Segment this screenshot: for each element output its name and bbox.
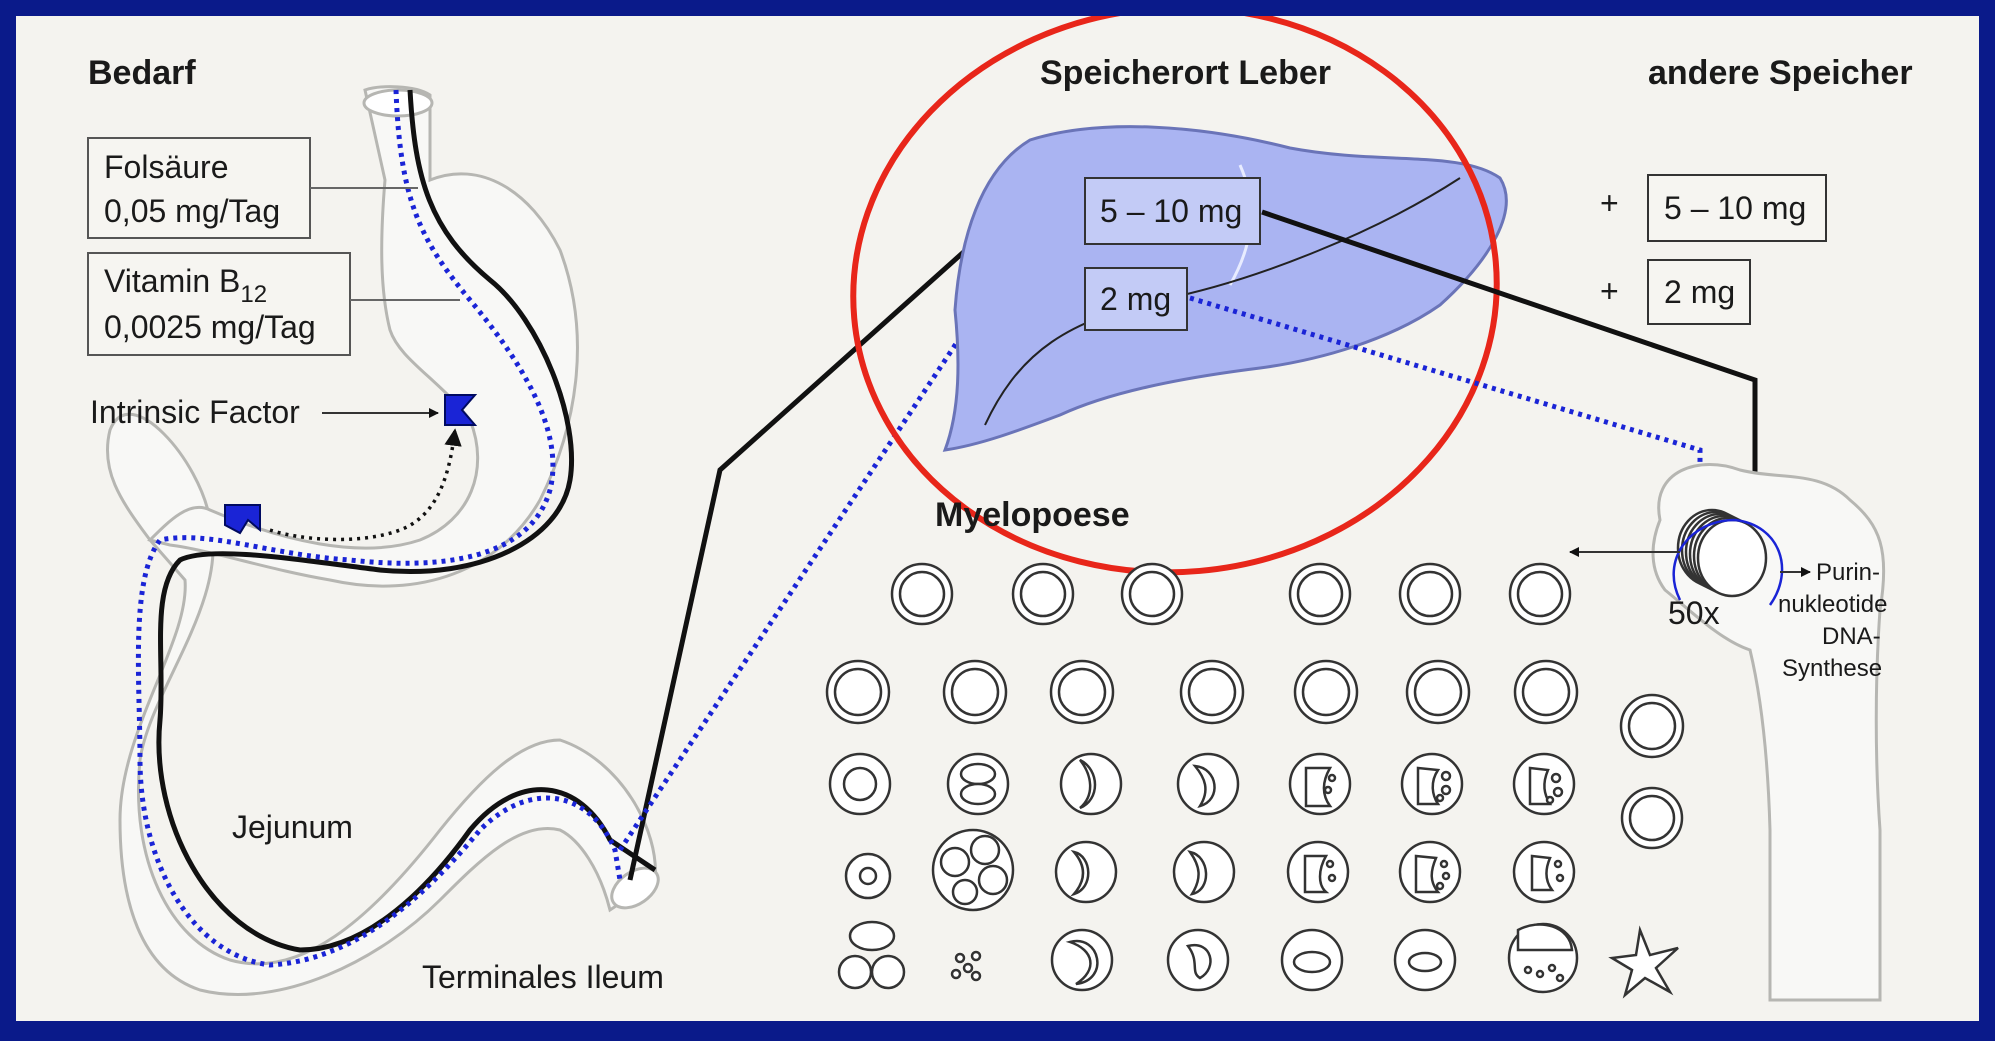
other-b12-box: 2 mg <box>1648 260 1750 324</box>
ileum-label: Terminales Ileum <box>422 959 664 995</box>
cell <box>952 952 980 980</box>
cell <box>1407 661 1469 723</box>
cell <box>1174 842 1234 902</box>
platelet-star <box>1612 930 1678 995</box>
liver-folate-value: 5 – 10 mg <box>1100 193 1242 229</box>
cell <box>1400 842 1460 902</box>
vitamin-storage-diagram: Bedarf Folsäure 0,05 mg/Tag Vitamin B12 … <box>16 16 1979 1021</box>
figure-panel: Bedarf Folsäure 0,05 mg/Tag Vitamin B12 … <box>16 16 1979 1021</box>
cell <box>846 854 890 898</box>
small-intestine-shape <box>107 414 655 994</box>
other-b12-value: 2 mg <box>1664 274 1735 310</box>
purine-label-4: Synthese <box>1782 655 1882 682</box>
purine-label-2: nukleotide <box>1778 591 1887 618</box>
cell <box>1621 695 1683 757</box>
other-stores-header: andere Speicher <box>1648 54 1913 92</box>
cell <box>1622 788 1682 848</box>
cell <box>1402 754 1462 814</box>
cell <box>1509 924 1577 992</box>
cell <box>1514 754 1574 814</box>
cell <box>1290 564 1350 624</box>
folate-requirement-box: Folsäure 0,05 mg/Tag <box>88 138 310 238</box>
cell <box>1510 564 1570 624</box>
plus-sign-2: + <box>1600 273 1619 309</box>
cell <box>1168 930 1228 990</box>
liver-b12-value: 2 mg <box>1100 281 1171 317</box>
liver-folate-box: 5 – 10 mg <box>1085 178 1260 244</box>
cell <box>944 661 1006 723</box>
cell <box>827 661 889 723</box>
myelopoiesis-cells <box>827 564 1683 995</box>
cell <box>1515 661 1577 723</box>
myelopoiesis-header: Myelopoese <box>935 496 1130 534</box>
plus-sign-1: + <box>1600 185 1619 221</box>
cell <box>1400 564 1460 624</box>
jejunum-label: Jejunum <box>232 809 353 845</box>
cell <box>830 754 890 814</box>
b12-dose: 0,0025 mg/Tag <box>104 309 316 345</box>
cell <box>892 564 952 624</box>
folate-label: Folsäure <box>104 149 229 185</box>
need-header: Bedarf <box>88 54 196 92</box>
other-folate-value: 5 – 10 mg <box>1664 190 1806 226</box>
cell <box>839 922 904 988</box>
cell <box>1181 661 1243 723</box>
liver-shape <box>945 127 1506 450</box>
liver-b12-box: 2 mg <box>1085 268 1187 330</box>
intrinsic-factor-label: Intrinsic Factor <box>90 394 300 430</box>
other-folate-box: 5 – 10 mg <box>1648 175 1826 241</box>
b12-requirement-box: Vitamin B12 0,0025 mg/Tag <box>88 253 350 355</box>
cell <box>933 830 1013 910</box>
cell <box>1514 842 1574 902</box>
cell <box>1061 754 1121 814</box>
b12-label: Vitamin B <box>104 263 240 299</box>
fifty-times-label: 50x <box>1668 595 1720 631</box>
cell <box>1395 930 1455 990</box>
b12-subscript: 12 <box>240 281 267 308</box>
cell <box>1052 930 1112 990</box>
cell <box>948 754 1008 814</box>
cell <box>1056 842 1116 902</box>
cell <box>1288 842 1348 902</box>
intrinsic-factor-route <box>270 430 455 539</box>
purine-label-1: Purin- <box>1816 559 1880 586</box>
femur-bone: 50x Purin- nukleotide DNA- Synthese <box>1570 464 1887 1000</box>
cell <box>1282 930 1342 990</box>
folate-dose: 0,05 mg/Tag <box>104 193 280 229</box>
liver-header: Speicherort Leber <box>1040 54 1331 92</box>
purine-label-3: DNA- <box>1822 623 1881 650</box>
cell <box>1178 754 1238 814</box>
cell <box>1290 754 1350 814</box>
cell <box>1051 661 1113 723</box>
cell <box>1122 564 1182 624</box>
cell <box>1295 661 1357 723</box>
cell <box>1013 564 1073 624</box>
